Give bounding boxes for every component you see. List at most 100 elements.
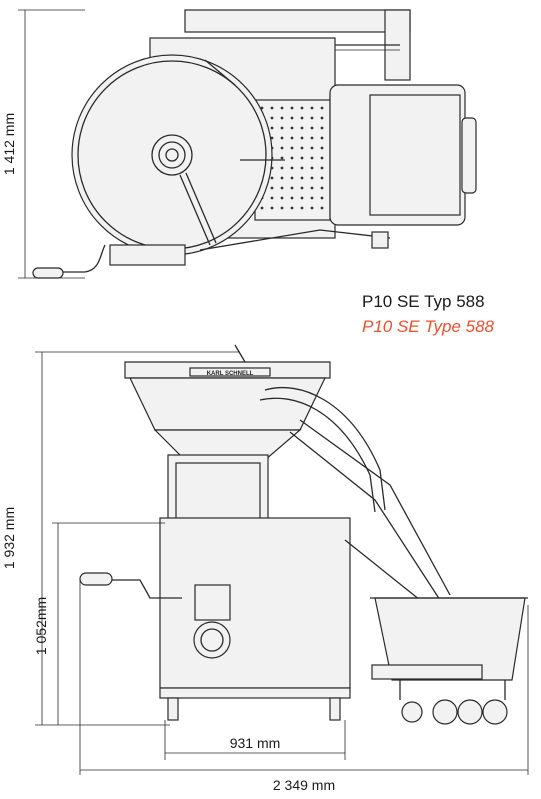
perforation-dot	[290, 116, 294, 120]
perforation-dot	[300, 146, 304, 150]
perforation-dot	[300, 206, 304, 210]
housing-panel	[369, 94, 461, 216]
perforation-dot	[320, 146, 324, 150]
base-plate	[109, 244, 186, 266]
perforation-dot	[300, 176, 304, 180]
crank-grip	[32, 267, 64, 279]
hopper-upper	[129, 377, 326, 431]
perforation-dot	[300, 126, 304, 130]
side-crank-arm	[110, 579, 182, 599]
perforation-dot	[310, 146, 314, 150]
perforation-dot	[270, 206, 274, 210]
dim-label-1412: 1 412 mm	[1, 113, 17, 175]
perforation-dot	[290, 196, 294, 200]
perforation-dot	[270, 196, 274, 200]
perforation-dot	[320, 106, 324, 110]
top-view	[18, 9, 477, 279]
model-title-english: P10 SE Type 588	[362, 317, 494, 336]
perforation-dot	[280, 146, 284, 150]
perforation-dot	[310, 196, 314, 200]
perforation-dot	[290, 146, 294, 150]
wheel-1	[432, 699, 458, 725]
perforation-dot	[320, 156, 324, 160]
perforation-dot	[310, 126, 314, 130]
perforation-dot	[310, 186, 314, 190]
perforation-dot	[320, 196, 324, 200]
model-title-german: P10 SE Typ 588	[362, 292, 485, 311]
perforation-dot	[310, 106, 314, 110]
perforation-dot	[320, 176, 324, 180]
loader-boom	[299, 419, 451, 596]
dim-label-1932: 1 932 mm	[1, 507, 17, 569]
side-crank-grip	[79, 572, 113, 586]
perforation-dot	[300, 106, 304, 110]
motor-box	[194, 584, 231, 621]
perforation-dot	[320, 126, 324, 130]
perforation-dot	[320, 116, 324, 120]
perforation-dot	[290, 156, 294, 160]
perforation-dot	[280, 176, 284, 180]
brand-plate	[189, 367, 271, 377]
disc-arm-lower	[179, 174, 211, 246]
perforation-dot	[310, 116, 314, 120]
crank-arm	[60, 244, 106, 273]
dim-label-1052: 1 052mm	[33, 597, 49, 655]
perforation-dot	[280, 126, 284, 130]
perforation-dot	[280, 116, 284, 120]
perforation-dot	[280, 196, 284, 200]
perforation-dot	[290, 166, 294, 170]
dim-label-931: 931 mm	[230, 735, 281, 751]
perforation-dot	[320, 166, 324, 170]
machine-body	[159, 517, 351, 689]
perforation-dot	[320, 136, 324, 140]
perforation-dot	[300, 156, 304, 160]
side-view	[79, 344, 528, 725]
lower-linkage	[199, 229, 391, 251]
perforation-dot	[290, 176, 294, 180]
perforation-dot	[280, 166, 284, 170]
perforation-dot	[310, 176, 314, 180]
perforation-dot	[300, 166, 304, 170]
top-rail	[184, 9, 411, 33]
perforation-dot	[300, 116, 304, 120]
wheel-2	[457, 699, 483, 725]
perforation-dot	[310, 156, 314, 160]
perforation-dot	[290, 126, 294, 130]
perforation-dot	[310, 206, 314, 210]
feed-tube	[264, 386, 386, 511]
tub-handle-bar	[371, 664, 483, 680]
perforation-dot	[280, 136, 284, 140]
wheel-3	[482, 699, 508, 725]
perforation-dot	[300, 196, 304, 200]
perforation-dot	[290, 206, 294, 210]
perforation-dot	[280, 156, 284, 160]
perforation-dot	[270, 106, 274, 110]
perforation-dot	[260, 206, 264, 210]
leg-right	[329, 697, 341, 721]
perforation-dot	[310, 136, 314, 140]
base-frame	[159, 687, 351, 699]
wheel-4	[401, 701, 423, 723]
perforation-dot	[310, 166, 314, 170]
perforation-dot	[270, 136, 274, 140]
perforation-dot	[290, 106, 294, 110]
perforated-screen	[254, 99, 341, 221]
control-screen	[175, 462, 261, 522]
perforation-dot	[300, 186, 304, 190]
perforation-dot	[290, 186, 294, 190]
dim-label-2349: 2 349 mm	[273, 777, 335, 793]
perforation-dot	[270, 126, 274, 130]
disc-arm-upper	[204, 59, 236, 86]
housing-handle	[461, 117, 477, 194]
brand-text: KARL SCHNELL	[207, 371, 254, 377]
disc-hub	[151, 134, 193, 176]
perforation-dot	[270, 176, 274, 180]
perforation-dot	[300, 136, 304, 140]
disc-outer	[71, 54, 273, 256]
perforation-dot	[270, 186, 274, 190]
perforation-dot	[280, 186, 284, 190]
perforation-dot	[280, 106, 284, 110]
perforation-dot	[270, 116, 274, 120]
perforation-dot	[320, 206, 324, 210]
